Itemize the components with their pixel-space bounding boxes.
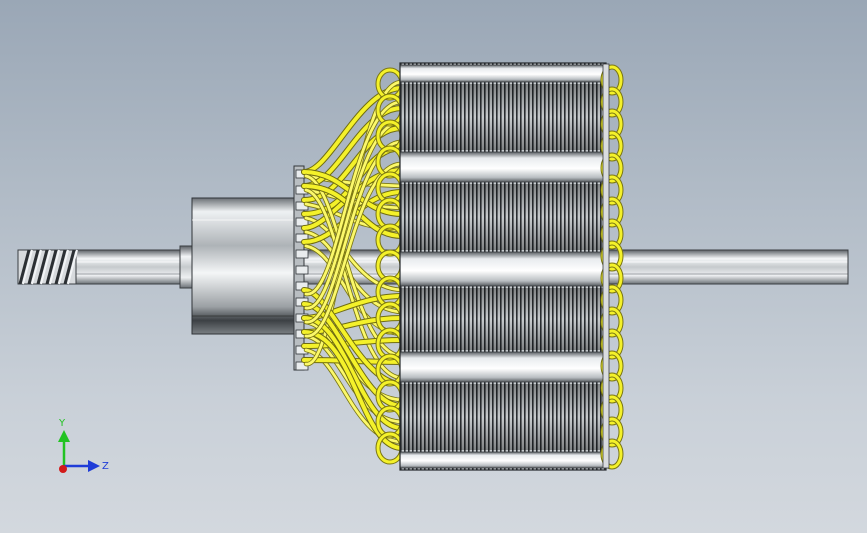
worm-thread-flank: [36, 249, 49, 285]
wire: [302, 316, 404, 430]
wire: [302, 330, 404, 450]
tooth-shading: [400, 384, 606, 450]
worm-thread-flank: [63, 249, 76, 285]
worm-thread-crest: [22, 249, 33, 285]
tooth-shading: [400, 288, 606, 350]
riser-tab: [295, 265, 309, 275]
slot-band: [399, 351, 607, 383]
wire: [304, 174, 404, 188]
worm-thread-flank: [54, 249, 67, 285]
slot-band: [399, 151, 607, 183]
worm-thread-flank: [27, 249, 40, 285]
commutator-risers[interactable]: [293, 165, 309, 371]
worm-thread-flank: [18, 249, 31, 285]
tooth-shading: [400, 84, 606, 150]
worm-thread-crest: [49, 249, 60, 285]
armature-windings[interactable]: [301, 67, 405, 465]
reference-triad: Y Z: [58, 418, 109, 473]
y-axis-label: Y: [58, 418, 66, 429]
wire: [304, 334, 404, 424]
z-axis-label: Z: [102, 461, 109, 472]
slot-band: [399, 64, 607, 83]
lamination-stack[interactable]: [399, 62, 607, 471]
end-plate: [602, 63, 610, 469]
commutator-hub[interactable]: [191, 197, 299, 335]
wire: [302, 302, 404, 408]
worm-thread-crest: [31, 249, 42, 285]
worm-thread-crest: [67, 249, 78, 285]
worm-thread-crest: [40, 249, 51, 285]
slot-band: [399, 451, 607, 469]
slot-band: [399, 251, 607, 287]
wire: [304, 120, 404, 310]
winding-end-turns[interactable]: [600, 63, 624, 470]
riser-tab: [295, 249, 309, 259]
wire: [304, 188, 404, 380]
wire: [304, 100, 404, 296]
tooth-shading: [400, 184, 606, 250]
worm-thread[interactable]: [17, 249, 78, 285]
x-axis-dot-icon: [59, 465, 67, 473]
z-axis-arrow-icon: [88, 460, 100, 472]
worm-thread-flank: [45, 249, 58, 285]
y-axis-arrow-icon: [58, 430, 70, 442]
worm-thread-crest: [58, 249, 69, 285]
